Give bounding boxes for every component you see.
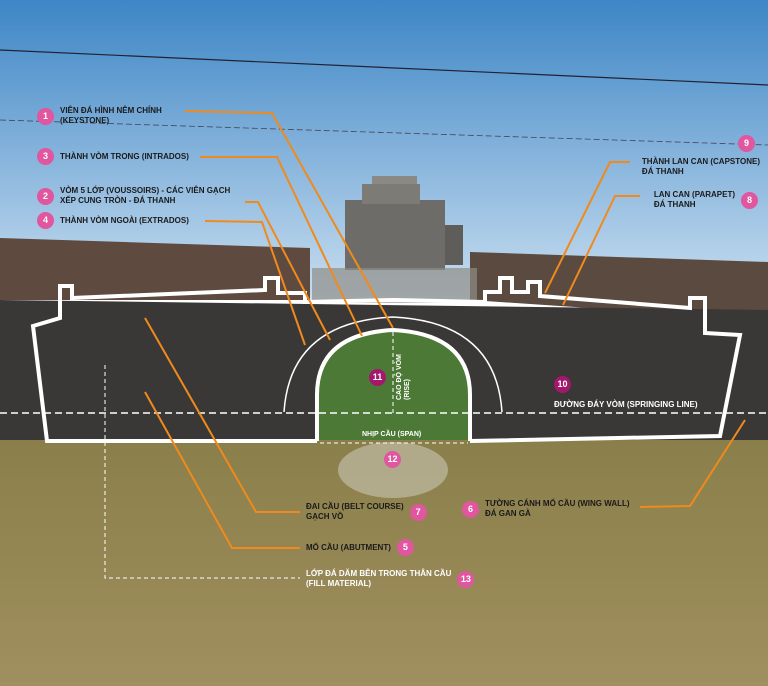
label-line: VÒM 5 LỚP (VOUSSOIRS) - CÁC VIÊN GẠCH: [60, 186, 231, 195]
label-intrados: THÀNH VÒM TRONG (INTRADOS): [60, 151, 189, 161]
citadel-wall-right: [470, 252, 768, 320]
badge-9: 9: [738, 135, 755, 152]
badge-2: 2: [37, 187, 54, 205]
label-line: XẾP CUNG TRÒN - ĐÁ THANH: [60, 196, 176, 205]
badge-7: 7: [409, 503, 427, 521]
arch-reflection: [338, 442, 448, 498]
badge-3: 3: [37, 148, 54, 165]
leader-lines: [144, 110, 746, 549]
badge-8: 8: [741, 191, 758, 209]
label-extrados: THÀNH VÒM NGOÀI (EXTRADOS): [60, 215, 189, 225]
label-parapet: LAN CAN (PARAPET)ĐÁ THANH: [654, 190, 735, 210]
label-line: VIÊN ĐÁ HÌNH NÊM CHÍNH: [60, 106, 162, 115]
callout-capstone: THÀNH LAN CAN (CAPSTONE)ĐÁ THANH: [642, 157, 760, 177]
callout-wing-wall: 6 TƯỜNG CÁNH MỐ CẦU (WING WALL)ĐÁ GAN GÀ: [462, 499, 630, 519]
label-wing-wall: TƯỜNG CÁNH MỐ CẦU (WING WALL)ĐÁ GAN GÀ: [485, 499, 630, 519]
badge-1: 1: [37, 107, 54, 125]
bridge-outline: [30, 276, 743, 443]
power-line: [0, 119, 768, 146]
callout-intrados: 3 THÀNH VÒM TRONG (INTRADOS): [37, 148, 189, 165]
bridge-railing: [312, 268, 477, 303]
label-line: (RISE): [404, 379, 411, 400]
callout-parapet: LAN CAN (PARAPET)ĐÁ THANH 8: [654, 190, 758, 210]
label-springing-line: ĐƯỜNG ĐÁY VÒM (SPRINGING LINE): [554, 400, 698, 409]
label-span: NHỊP CẦU (SPAN): [362, 431, 422, 438]
callout-extrados: 4 THÀNH VÒM NGOÀI (EXTRADOS): [37, 212, 189, 229]
badge-6: 6: [462, 500, 479, 518]
label-line: ĐAI CẦU (BELT COURSE): [306, 502, 404, 511]
gatehouse: [345, 176, 463, 270]
label-line: LAN CAN (PARAPET): [653, 190, 735, 199]
badge-4: 4: [37, 212, 54, 229]
callout-abutment: MỐ CẦU (ABUTMENT) 5: [306, 539, 414, 556]
arch-opening: [318, 332, 470, 440]
badge-11: 11: [369, 369, 386, 386]
label-rise: CAO ĐỘ VÒM(RISE): [396, 354, 412, 400]
fill-material-line: [104, 365, 300, 579]
label-keystone: VIÊN ĐÁ HÌNH NÊM CHÍNH(KEYSTONE): [60, 106, 162, 126]
label-line: ĐÁ GAN GÀ: [485, 509, 531, 518]
power-line: [0, 49, 768, 86]
intrados-outline: [315, 327, 472, 441]
extrados-outline: [283, 316, 503, 413]
label-line: (FILL MATERIAL): [306, 579, 372, 588]
badge-10: 10: [554, 376, 571, 393]
callout-belt-course: ĐAI CẦU (BELT COURSE)GẠCH VỒ 7: [306, 502, 427, 522]
citadel-wall-left: [0, 238, 310, 300]
label-line: LỚP ĐÁ DĂM BÊN TRONG THÂN CẦU: [306, 569, 452, 578]
callout-fill-material: LỚP ĐÁ DĂM BÊN TRONG THÂN CẦU(FILL MATER…: [306, 569, 475, 589]
label-capstone: THÀNH LAN CAN (CAPSTONE)ĐÁ THANH: [642, 157, 760, 177]
callout-keystone: 1 VIÊN ĐÁ HÌNH NÊM CHÍNH(KEYSTONE): [37, 106, 162, 126]
label-line: (KEYSTONE): [60, 116, 110, 125]
label-abutment: MỐ CẦU (ABUTMENT): [306, 542, 391, 552]
label-line: ĐÁ THANH: [653, 200, 696, 209]
badge-12: 12: [384, 451, 401, 468]
label-fill-material: LỚP ĐÁ DĂM BÊN TRONG THÂN CẦU(FILL MATER…: [306, 569, 451, 589]
badge-13: 13: [457, 570, 475, 588]
label-line: GẠCH VỒ: [306, 512, 344, 521]
label-belt-course: ĐAI CẦU (BELT COURSE)GẠCH VỒ: [306, 502, 404, 522]
label-line: ĐÁ THANH: [641, 167, 684, 176]
label-line: CAO ĐỘ VÒM: [396, 354, 403, 400]
badge-5: 5: [396, 539, 414, 556]
label-line: THÀNH LAN CAN (CAPSTONE): [641, 157, 760, 166]
label-line: TƯỜNG CÁNH MỐ CẦU (WING WALL): [485, 499, 630, 508]
